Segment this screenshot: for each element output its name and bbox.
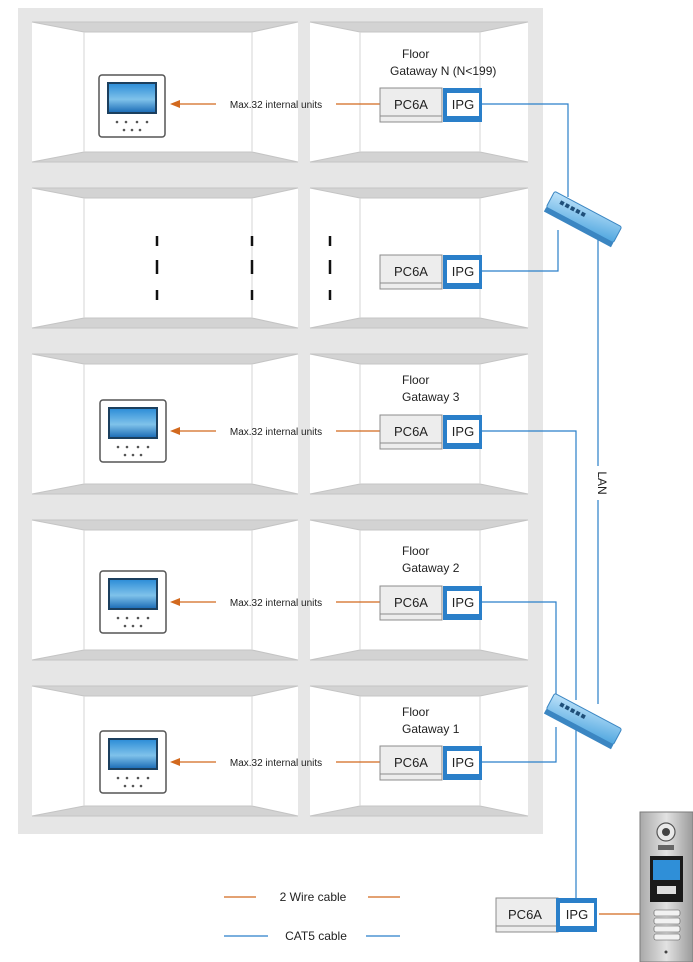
ipg-label: IPG (452, 595, 474, 610)
ipg-label: IPG (566, 907, 588, 922)
gateway-label-line1: Floor (402, 544, 429, 558)
network-switch-top (543, 191, 622, 248)
floor-gateway-4: PC6A IPG (379, 254, 482, 290)
gateway-label-line2: Gataway 3 (402, 390, 460, 404)
network-switch-bottom (543, 693, 622, 750)
entrance-gateway: PC6A IPG (495, 897, 597, 933)
pc6a-label: PC6A (508, 907, 542, 922)
units-label: Max.32 internal units (230, 100, 322, 111)
floor-gateway-2: Floor Gataway 2 PC6A IPG (379, 544, 482, 621)
units-label: Max.32 internal units (230, 598, 322, 609)
ipg-label: IPG (452, 264, 474, 279)
floor-gateway-1: Floor Gataway 1 PC6A IPG (379, 705, 482, 781)
lan-label: LAN (595, 471, 609, 494)
pc6a-label: PC6A (394, 97, 428, 112)
legend-cat5-label: CAT5 cable (285, 929, 347, 943)
two-wire-connections (170, 100, 640, 915)
units-label: Max.32 internal units (230, 427, 322, 438)
gateway-label-line1: Floor (402, 47, 429, 61)
indoor-monitor-floor-2 (99, 570, 167, 634)
indoor-monitor-floor-1 (99, 730, 167, 794)
gateway-label-line2: Gataway 1 (402, 722, 460, 736)
building (18, 8, 543, 834)
gateway-label-line2: Gataway N (N<199) (390, 64, 496, 78)
ipg-label: IPG (452, 755, 474, 770)
units-label: Max.32 internal units (230, 758, 322, 769)
indoor-monitor-floor-n (98, 74, 166, 138)
gateway-label-line1: Floor (402, 373, 429, 387)
pc6a-label: PC6A (394, 755, 428, 770)
legend-two-wire-label: 2 Wire cable (280, 890, 347, 904)
ipg-label: IPG (452, 97, 474, 112)
door-station (639, 811, 693, 962)
floor-gateway-n: Floor Gataway N (N<199) PC6A IPG (379, 47, 496, 123)
pc6a-label: PC6A (394, 264, 428, 279)
gateway-label-line1: Floor (402, 705, 429, 719)
ellipsis-marks (155, 236, 332, 300)
ipg-label: IPG (452, 424, 474, 439)
pc6a-label: PC6A (394, 595, 428, 610)
legend: 2 Wire cable CAT5 cable (224, 890, 400, 943)
gateway-label-line2: Gataway 2 (402, 561, 460, 575)
indoor-monitor-floor-3 (99, 399, 167, 463)
floor-gateway-3: Floor Gataway 3 PC6A IPG (379, 373, 482, 450)
pc6a-label: PC6A (394, 424, 428, 439)
